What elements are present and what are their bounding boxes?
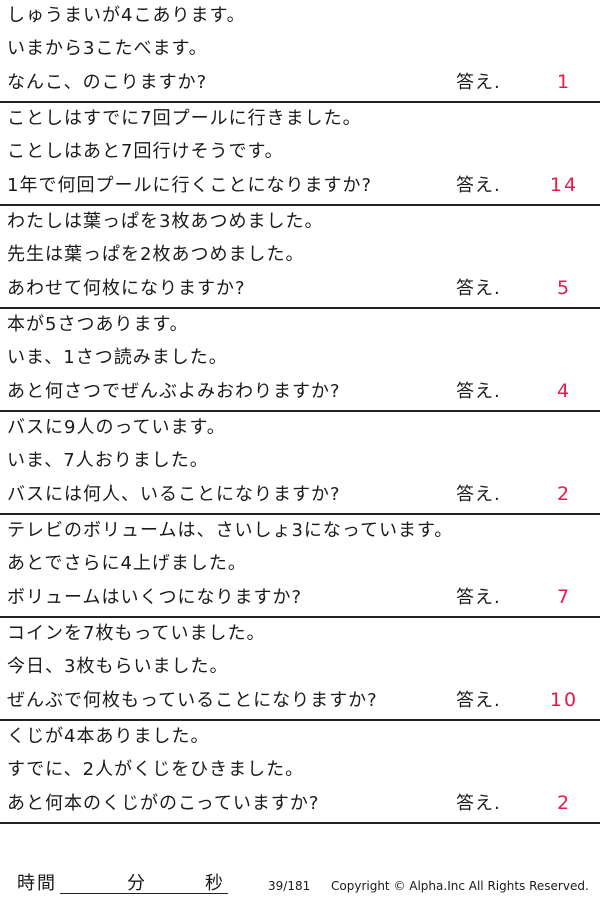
problem-text-line: 先生は葉っぱを2枚あつめました。 xyxy=(7,244,305,265)
problem-2: ことしはすでに7回プールに行きました。 ことしはあと7回行けそうです。 1年で何… xyxy=(0,103,600,206)
problem-question: ぜんぶで何枚もっていることになりますか? xyxy=(7,690,378,711)
answer-value: 2 xyxy=(556,483,572,505)
problem-text-line: テレビのボリュームは、さいしょ3になっています。 xyxy=(7,520,454,541)
answer-label: 答え. xyxy=(456,278,501,299)
problem-text-line: わたしは葉っぱを3枚あつめました。 xyxy=(7,211,324,232)
copyright-notice: Copyright © Alpha.Inc All Rights Reserve… xyxy=(331,879,589,893)
problem-text-line: しゅうまいが4こあります。 xyxy=(7,5,246,26)
problem-text-line: 本が5さつあります。 xyxy=(7,314,189,335)
answer-value: 7 xyxy=(556,586,572,608)
answer-label: 答え. xyxy=(456,793,501,814)
problem-6: テレビのボリュームは、さいしょ3になっています。 あとでさらに4上げました。 ボ… xyxy=(0,515,600,618)
problem-question: あわせて何枚になりますか? xyxy=(7,278,246,299)
problem-question: バスには何人、いることになりますか? xyxy=(7,484,341,505)
answer-value: 4 xyxy=(556,380,572,402)
problem-text-line: バスに9人のっています。 xyxy=(7,417,226,438)
problem-5: バスに9人のっています。 いま、7人おりました。 バスには何人、いることになりま… xyxy=(0,412,600,515)
minutes-label: 分 xyxy=(127,873,145,894)
problem-text-line: いま、7人おりました。 xyxy=(7,450,209,471)
answer-label: 答え. xyxy=(456,690,501,711)
footer: 時間 分 秒 39/181 Copyright © Alpha.Inc All … xyxy=(0,868,600,899)
answer-value: 10 xyxy=(549,689,579,711)
answer-label: 答え. xyxy=(456,381,501,402)
problem-question: あと何さつでぜんぶよみおわりますか? xyxy=(7,381,341,402)
problem-question: あと何本のくじがのこっていますか? xyxy=(7,793,320,814)
problem-question: なんこ、のこりますか? xyxy=(7,72,208,93)
answer-label: 答え. xyxy=(456,484,501,505)
answer-value: 5 xyxy=(556,277,572,299)
answer-label: 答え. xyxy=(456,72,501,93)
problem-1: しゅうまいが4こあります。 いまから3こたべます。 なんこ、のこりますか? 答え… xyxy=(0,0,600,103)
time-label: 時間 xyxy=(17,873,57,894)
problem-text-line: 今日、3枚もらいました。 xyxy=(7,656,229,677)
answer-value: 14 xyxy=(549,174,579,196)
problem-7: コインを7枚もっていました。 今日、3枚もらいました。 ぜんぶで何枚もっているこ… xyxy=(0,618,600,721)
page-number: 39/181 xyxy=(268,879,311,893)
answer-label: 答え. xyxy=(456,587,501,608)
seconds-label: 秒 xyxy=(205,873,223,894)
problem-3: わたしは葉っぱを3枚あつめました。 先生は葉っぱを2枚あつめました。 あわせて何… xyxy=(0,206,600,309)
problem-text-line: いまから3こたべます。 xyxy=(7,38,208,59)
problem-text-line: すでに、2人がくじをひきました。 xyxy=(7,759,305,780)
time-entry-line xyxy=(60,893,228,894)
answer-label: 答え. xyxy=(456,175,501,196)
answer-value: 2 xyxy=(556,792,572,814)
problem-text-line: ことしはあと7回行けそうです。 xyxy=(7,141,284,162)
answer-value: 1 xyxy=(556,71,572,93)
problem-question: ボリュームはいくつになりますか? xyxy=(7,587,303,608)
problem-text-line: ことしはすでに7回プールに行きました。 xyxy=(7,108,362,129)
problem-text-line: あとでさらに4上げました。 xyxy=(7,553,247,574)
problem-text-line: コインを7枚もっていました。 xyxy=(7,623,266,644)
problem-question: 1年で何回プールに行くことになりますか? xyxy=(7,175,373,196)
problem-8: くじが4本ありました。 すでに、2人がくじをひきました。 あと何本のくじがのこっ… xyxy=(0,721,600,824)
problem-4: 本が5さつあります。 いま、1さつ読みました。 あと何さつでぜんぶよみおわります… xyxy=(0,309,600,412)
problem-text-line: くじが4本ありました。 xyxy=(7,726,210,747)
problem-text-line: いま、1さつ読みました。 xyxy=(7,347,228,368)
